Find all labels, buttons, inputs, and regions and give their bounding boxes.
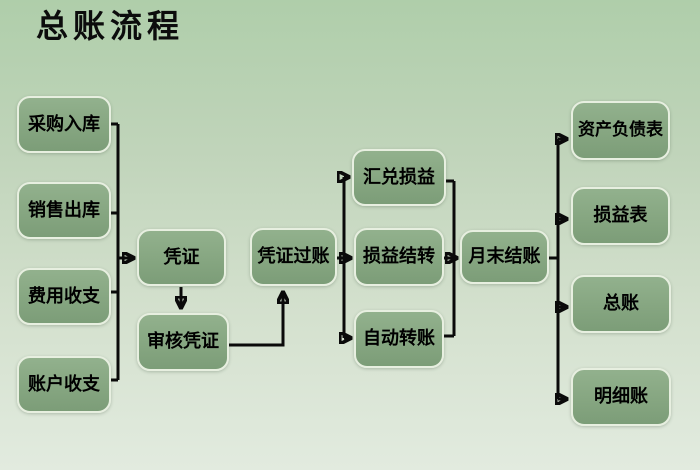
edge-posting-to-trio (337, 177, 350, 338)
node-profit-loss-carryover: 损益结转 (354, 228, 444, 286)
node-exchange-gain-loss: 汇兑损益 (352, 149, 446, 206)
node-account-income: 账户收支 (17, 356, 111, 413)
page-title: 总账流程 (36, 7, 185, 45)
node-detail-ledger: 明细账 (571, 368, 671, 426)
node-general-ledger: 总账 (571, 275, 671, 333)
node-expense-income: 费用收支 (17, 268, 111, 325)
node-voucher-posting: 凭证过账 (250, 228, 337, 286)
edge-sources-to-voucher (111, 122, 133, 382)
edge-monthend-to-reports (549, 139, 566, 399)
node-auto-transfer: 自动转账 (354, 310, 444, 368)
node-voucher: 凭证 (137, 229, 226, 286)
node-income-statement: 损益表 (571, 187, 670, 245)
node-balance-sheet: 资产负债表 (571, 101, 670, 160)
node-month-end-closing: 月末结账 (460, 230, 549, 284)
edge-audit-to-posting (229, 293, 283, 347)
node-purchase-inbound: 采购入库 (17, 96, 111, 153)
edge-trio-to-monthend (444, 179, 456, 338)
node-sales-outbound: 销售出库 (17, 182, 111, 239)
node-audit-voucher: 审核凭证 (137, 313, 229, 371)
